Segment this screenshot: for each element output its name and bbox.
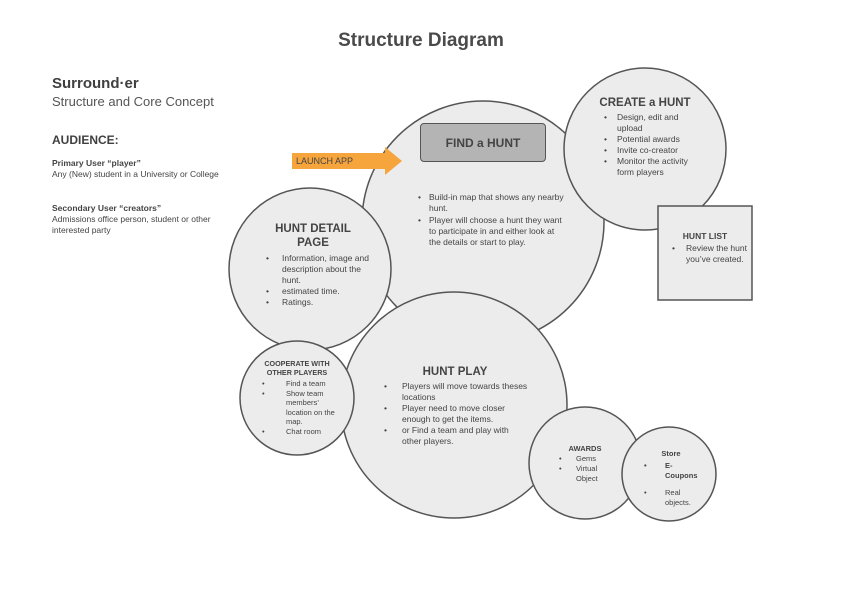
hunt-play-item: or Find a team and play with other playe…	[380, 425, 530, 447]
create-hunt-item: Monitor the activity form players	[600, 156, 700, 178]
create-hunt-item: Potential awards	[600, 134, 700, 145]
page-title: Structure Diagram	[338, 30, 504, 51]
find-hunt-item: Build-in map that shows any nearby hunt.	[414, 192, 564, 214]
hunt-play-title: HUNT PLAY	[422, 366, 488, 378]
store-list: E-Coupons Real objects.	[640, 461, 702, 508]
secondary-user-label: Secondary User “creators”	[52, 203, 162, 213]
cooperate-item: Find a team	[258, 379, 336, 389]
hunt-detail-item: Ratings.	[262, 297, 370, 308]
primary-user-block: Primary User “player” Any (New) student …	[52, 158, 222, 180]
hunt-detail-title: HUNT DETAIL PAGE	[275, 223, 351, 249]
hunt-play-item: Player need to move closer enough to get…	[380, 403, 530, 425]
find-hunt-item: Player will choose a hunt they want to p…	[414, 215, 564, 248]
hunt-list-title: HUNT LIST	[682, 231, 728, 241]
primary-user-label: Primary User “player”	[52, 158, 141, 168]
cooperate-content: COOPERATE WITH OTHER PLAYERS Find a team…	[258, 359, 336, 436]
cooperate-list: Find a team Show team members’ location …	[258, 379, 336, 436]
audience-heading: AUDIENCE:	[52, 133, 119, 147]
awards-list: Gems Virtual Object	[555, 454, 615, 484]
hunt-play-list: Players will move towards theses locatio…	[380, 381, 530, 447]
store-content: Store E-Coupons Real objects.	[640, 449, 702, 508]
store-title: Store	[661, 449, 681, 458]
cooperate-item: Show team members’ location on the map.	[258, 389, 336, 427]
store-item: Real objects.	[640, 488, 702, 508]
hunt-detail-list: Information, image and description about…	[256, 253, 370, 308]
cooperate-title: COOPERATE WITH OTHER PLAYERS	[264, 359, 330, 377]
create-hunt-item: Design, edit and upload	[600, 112, 700, 134]
awards-title: AWARDS	[568, 444, 602, 453]
create-hunt-item: Invite co-creator	[600, 145, 700, 156]
hunt-list-item: Review the hunt you’ve created.	[668, 243, 748, 265]
hunt-play-content: HUNT PLAY Players will move towards thes…	[380, 366, 530, 447]
hunt-play-item: Players will move towards theses locatio…	[380, 381, 530, 403]
hunt-list-list: Review the hunt you’ve created.	[662, 243, 748, 265]
awards-content: AWARDS Gems Virtual Object	[555, 444, 615, 484]
awards-item: Virtual Object	[555, 464, 615, 484]
app-name: Surround·er	[52, 75, 139, 92]
awards-item: Gems	[555, 454, 615, 464]
find-hunt-button[interactable]: FIND a HUNT	[420, 123, 546, 162]
create-hunt-list: Design, edit and upload Potential awards…	[590, 112, 700, 178]
launch-app-label: LAUNCH APP	[296, 156, 354, 166]
cooperate-item: Chat room	[258, 427, 336, 437]
app-subtitle: Structure and Core Concept	[52, 94, 214, 109]
find-hunt-content: Build-in map that shows any nearby hunt.…	[414, 192, 564, 248]
create-hunt-content: CREATE a HUNT Design, edit and upload Po…	[590, 97, 700, 178]
hunt-list-content: HUNT LIST Review the hunt you’ve created…	[662, 231, 748, 265]
launch-arrow	[292, 147, 402, 175]
secondary-user-block: Secondary User “creators” Admissions off…	[52, 203, 222, 236]
hunt-detail-item: Information, image and description about…	[262, 253, 370, 286]
store-item: E-Coupons	[640, 461, 702, 481]
hunt-detail-content: HUNT DETAIL PAGE Information, image and …	[256, 222, 370, 308]
primary-user-desc: Any (New) student in a University or Col…	[52, 169, 219, 179]
hunt-detail-item: estimated time.	[262, 286, 370, 297]
create-hunt-title: CREATE a HUNT	[599, 97, 691, 109]
secondary-user-desc: Admissions office person, student or oth…	[52, 214, 211, 235]
find-hunt-list: Build-in map that shows any nearby hunt.…	[414, 192, 564, 248]
